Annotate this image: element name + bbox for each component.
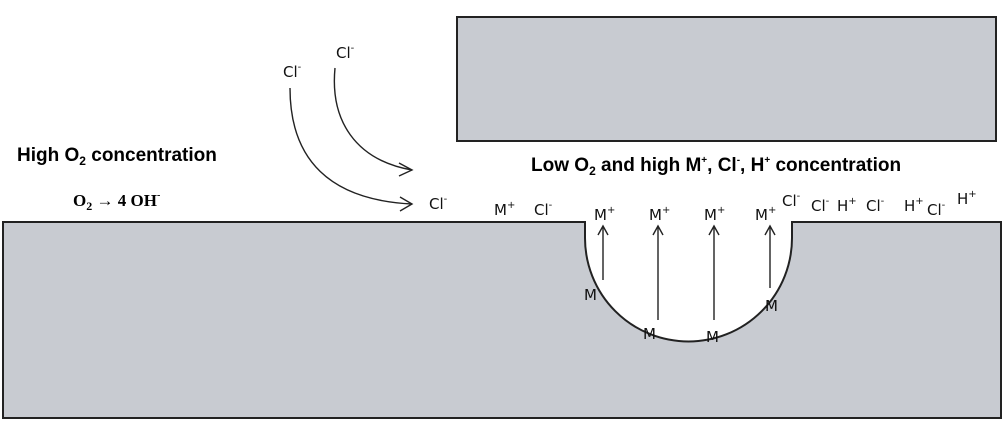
high-o2-label: High O2 concentration — [17, 145, 217, 168]
ion-arrow-2-head — [652, 224, 664, 236]
chloride-ion-source-1: Cl- — [283, 62, 302, 81]
ion-arrow-3-head — [708, 224, 720, 236]
chloride-ion-pit-edge: Cl- — [782, 191, 801, 210]
chloride-arrow-upper — [333, 67, 413, 171]
crevice-cover-block — [456, 16, 997, 142]
metal-atom-4: M — [765, 297, 778, 315]
ion-arrow-1-head — [597, 224, 609, 236]
metal-ion-arrows — [597, 224, 776, 320]
low-o2-label: Low O2 and high M+, Cl-, H+ concentratio… — [531, 155, 901, 178]
oxygen-reduction-reaction: O2 → 4 OH- — [73, 190, 160, 213]
ion-arrow-4-head — [764, 224, 776, 236]
metal-atom-1: M — [584, 286, 597, 304]
metal-atom-3: M — [706, 328, 719, 346]
metal-ion-surface-1: M+ — [494, 200, 515, 219]
metal-atom-2: M — [643, 325, 656, 343]
chloride-arrow-lower-head — [399, 196, 414, 212]
metal-ion-pit-2: M+ — [649, 205, 670, 224]
chloride-ion-source-2: Cl- — [336, 43, 355, 62]
chloride-ion-surface-1: Cl- — [534, 200, 553, 219]
hydrogen-ion-crevice-1: H+ — [837, 196, 857, 215]
chloride-arrow-upper-head — [398, 162, 414, 177]
chloride-arrow-lower — [289, 87, 413, 205]
metal-substrate — [2, 221, 1002, 419]
chloride-ion-crevice-3: Cl- — [927, 200, 946, 219]
hydrogen-ion-crevice-3: H+ — [957, 189, 977, 208]
chloride-ion-target: Cl- — [429, 194, 448, 213]
chloride-ion-crevice-1: Cl- — [811, 196, 830, 215]
chloride-ion-crevice-2: Cl- — [866, 196, 885, 215]
metal-ion-pit-3: M+ — [704, 205, 725, 224]
metal-ion-pit-4: M+ — [755, 205, 776, 224]
metal-ion-pit-1: M+ — [594, 205, 615, 224]
hydrogen-ion-crevice-2: H+ — [904, 196, 924, 215]
